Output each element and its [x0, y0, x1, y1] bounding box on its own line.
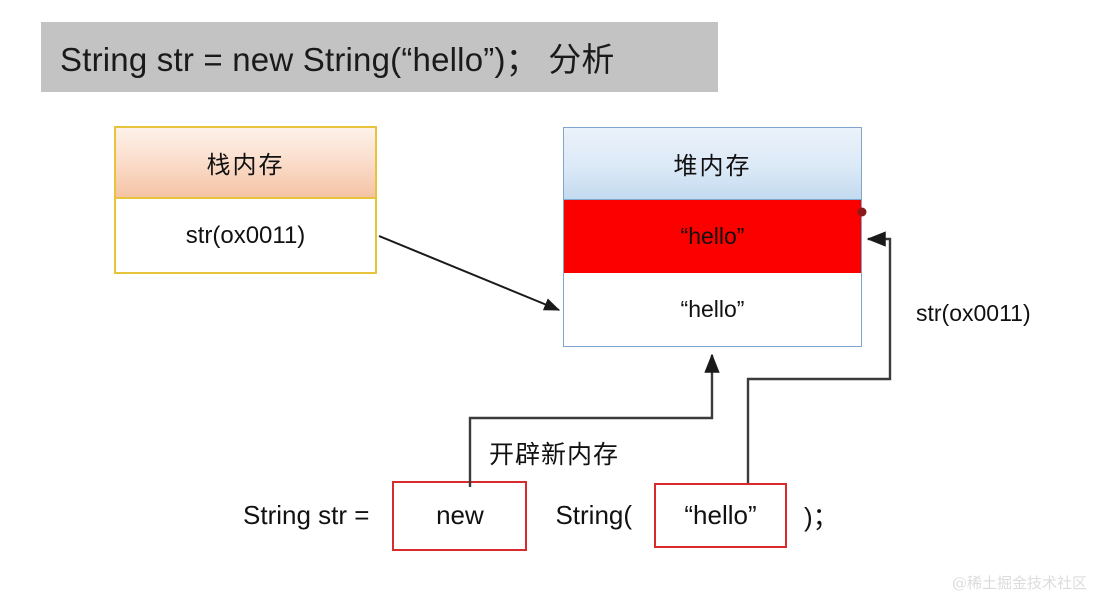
heap-memory-box: 堆内存 “hello” “hello” — [563, 127, 862, 347]
page-title: String str = new String(“hello”)； 分析 — [60, 41, 615, 78]
code-expression: String str = new String( “hello” )； — [243, 480, 839, 551]
code-new-keyword-box: new — [392, 480, 528, 551]
watermark: @稀土掘金技术社区 — [952, 574, 1088, 592]
heap-row-label: “hello” — [680, 223, 745, 249]
code-new-keyword-text: new — [436, 500, 484, 530]
stack-memory-cell: str(ox0011) — [116, 199, 375, 272]
arrow-stack-to-heap — [378, 235, 561, 311]
stack-variable-label: str(ox0011) — [185, 221, 306, 249]
heap-memory-header: 堆内存 — [564, 128, 861, 200]
heap-row-label: “hello” — [680, 296, 745, 322]
allocate-memory-label: 开辟新内存 — [489, 440, 620, 469]
heap-memory-header-label: 堆内存 — [673, 152, 752, 180]
heap-reference-label: str(ox0011) — [916, 300, 1031, 326]
code-string-literal-text: “hello” — [684, 500, 757, 530]
heap-row-pool: “hello” — [564, 273, 861, 346]
stack-memory-header: 栈内存 — [116, 128, 375, 199]
title-banner: String str = new String(“hello”)； 分析 — [41, 22, 718, 92]
stack-memory-header-label: 栈内存 — [206, 151, 285, 179]
code-string-literal-box: “hello” — [654, 483, 788, 548]
code-prefix-text: String str = — [243, 500, 370, 530]
stack-memory-box: 栈内存 str(ox0011) — [114, 126, 377, 274]
code-suffix-text: )； — [804, 502, 839, 532]
heap-row-highlighted: “hello” — [564, 200, 861, 273]
code-constructor-text: String( — [555, 500, 633, 530]
